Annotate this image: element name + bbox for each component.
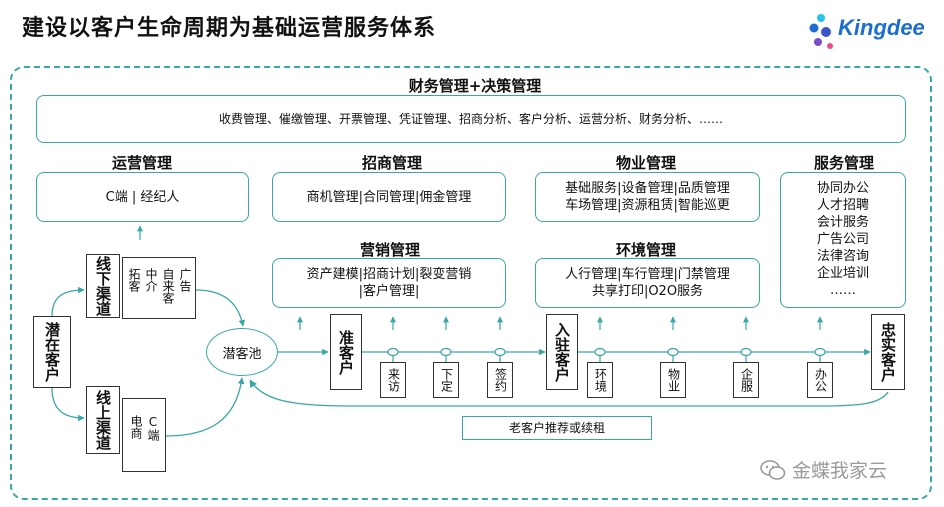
property-line-1: 基础服务|设备管理|品质管理: [565, 181, 730, 196]
loyal-customer-box: 忠实客户: [871, 314, 905, 390]
wechat-icon: [760, 459, 786, 480]
service-item: 广告公司: [816, 232, 869, 247]
stage-box: 来访: [380, 362, 406, 398]
prospect-customer-label: 准客户: [337, 329, 355, 375]
environment-heading: 环境管理: [615, 241, 676, 259]
property-line-2: 车场管理|资源租赁|智能巡更: [565, 198, 730, 213]
page-title: 建设以客户生命周期为基础运营服务体系: [22, 16, 437, 41]
service-item: 企业培训: [816, 266, 869, 281]
prospect-pool: 潜客池: [206, 328, 278, 376]
investment-heading: 招商管理: [361, 154, 422, 172]
online-source: 电商: [129, 415, 143, 439]
property-box: 基础服务|设备管理|品质管理 车场管理|资源租赁|智能巡更: [535, 172, 760, 222]
property-heading: 物业管理: [615, 154, 676, 172]
service-item: 法律咨询: [816, 249, 869, 264]
offline-source: 广告: [178, 268, 192, 292]
online-channel-box: 线上渠道: [86, 386, 120, 454]
logo-text: Kingdee: [838, 15, 925, 40]
stage-label: 下定: [439, 368, 454, 392]
potential-customer-box: 潜在客户: [33, 316, 71, 388]
offline-source: 自来客: [161, 268, 175, 304]
online-sources-box: 电商 C端: [122, 398, 166, 472]
prospect-customer-box: 准客户: [330, 314, 362, 390]
investment-content: 商机管理|合同管理|佣金管理: [306, 189, 472, 205]
service-box: 协同办公 人才招聘 会计服务 广告公司 法律咨询 企业培训 ……: [780, 172, 906, 308]
service-item: 会计服务: [816, 215, 869, 230]
finance-box: 收费管理、催缴管理、开票管理、凭证管理、招商分析、客户分析、运营分析、财务分析、…: [36, 95, 906, 143]
stage-label: 来访: [386, 368, 401, 392]
operations-heading: 运营管理: [111, 154, 172, 172]
offline-channel-box: 线下渠道: [86, 254, 120, 318]
operations-box: C端 | 经纪人: [36, 172, 249, 222]
stage-box: 下定: [433, 362, 459, 398]
online-channel-label: 线上渠道: [94, 390, 112, 450]
stage-label: 环境: [593, 368, 608, 392]
investment-box: 商机管理|合同管理|佣金管理: [272, 172, 506, 222]
offline-source: 拓客: [127, 268, 141, 292]
offline-channel-label: 线下渠道: [94, 256, 112, 316]
stage-box: 签约: [487, 362, 513, 398]
watermark-text: 金蝶我家云: [792, 460, 888, 482]
environment-box: 人行管理|车行管理|门禁管理 共享打印|O2O服务: [535, 258, 760, 308]
online-source: C端: [146, 415, 160, 441]
service-list: 协同办公 人才招聘 会计服务 广告公司 法律咨询 企业培训 ……: [817, 181, 869, 299]
loyal-customer-label: 忠实客户: [879, 322, 897, 382]
kingdee-logo: [808, 10, 938, 54]
system-frame: [10, 66, 932, 500]
offline-sources-box: 拓客 中介 自来客 广告: [122, 257, 196, 319]
referral-box: 老客户推荐或续租: [462, 416, 652, 440]
service-item: 协同办公: [816, 181, 869, 196]
stage-label: 办公: [813, 368, 828, 392]
kingdee-dots-icon: [809, 14, 833, 49]
stage-box: 企服: [733, 362, 759, 398]
marketing-box: 资产建模|招商计划|裂变营销 |客户管理|: [272, 258, 506, 308]
offline-source: 中介: [144, 268, 158, 292]
checkin-customer-label: 入驻客户: [553, 322, 571, 382]
watermark: 金蝶我家云: [760, 456, 887, 483]
prospect-pool-label: 潜客池: [222, 346, 262, 362]
stage-box: 环境: [587, 362, 613, 398]
referral-label: 老客户推荐或续租: [508, 420, 605, 435]
checkin-customer-box: 入驻客户: [546, 314, 578, 390]
potential-customer-label: 潜在客户: [43, 322, 61, 382]
stage-box: 办公: [807, 362, 833, 398]
service-item: ……: [829, 283, 856, 298]
finance-heading: 财务管理+决策管理: [408, 77, 542, 95]
service-item: 人才招聘: [816, 198, 869, 213]
service-heading: 服务管理: [813, 154, 874, 172]
environment-line-2: 共享打印|O2O服务: [591, 284, 704, 299]
stage-label: 签约: [493, 368, 508, 392]
marketing-line-2: |客户管理|: [358, 284, 420, 299]
stage-label: 物业: [666, 368, 681, 392]
stage-box: 物业: [660, 362, 686, 398]
stage-label: 企服: [739, 368, 754, 392]
marketing-line-1: 资产建模|招商计划|裂变营销: [306, 267, 472, 282]
marketing-heading: 营销管理: [359, 241, 420, 259]
operations-content: C端 | 经纪人: [105, 189, 180, 205]
environment-line-1: 人行管理|车行管理|门禁管理: [565, 267, 730, 282]
finance-content: 收费管理、催缴管理、开票管理、凭证管理、招商分析、客户分析、运营分析、财务分析、…: [218, 111, 723, 126]
